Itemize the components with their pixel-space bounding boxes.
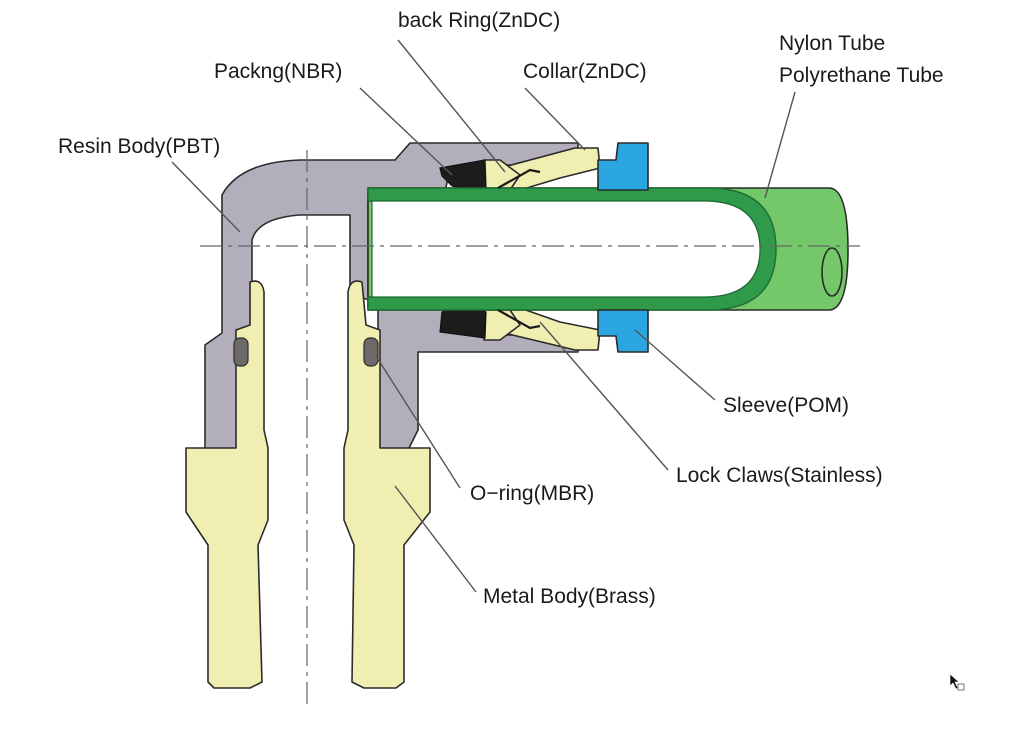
label-o-ring: O−ring(MBR) — [470, 482, 594, 505]
tube-cut-end — [821, 247, 843, 297]
lock-claw-top — [497, 168, 541, 189]
label-packing: Packng(NBR) — [214, 60, 342, 83]
mouse-cursor-icon — [949, 673, 965, 691]
o-ring-right — [363, 337, 379, 367]
label-back-ring: back Ring(ZnDC) — [398, 9, 560, 32]
leader-lock-claws — [539, 321, 669, 471]
tube-bore — [371, 200, 761, 298]
lock-claw-bottom — [497, 309, 541, 330]
label-polyurethane-tube: Polyrethane Tube — [779, 64, 944, 87]
packing-bottom — [439, 307, 487, 339]
leader-collar — [524, 87, 586, 151]
label-metal-body: Metal Body(Brass) — [483, 585, 656, 608]
leader-resin-body — [171, 161, 241, 233]
label-nylon-tube: Nylon Tube — [779, 32, 885, 55]
leader-metal-body — [394, 485, 477, 593]
sleeve-bottom — [597, 309, 649, 353]
o-ring-left — [233, 337, 249, 367]
leader-tube — [764, 91, 796, 199]
leader-o-ring — [375, 355, 461, 489]
label-resin-body: Resin Body(PBT) — [58, 135, 220, 158]
leader-sleeve — [634, 329, 716, 401]
metal-body-left — [185, 280, 269, 689]
label-sleeve: Sleeve(POM) — [723, 394, 849, 417]
label-collar: Collar(ZnDC) — [523, 60, 647, 83]
leader-packing — [359, 87, 453, 176]
metal-body-right — [343, 280, 431, 689]
leader-back-ring — [397, 39, 506, 173]
label-lock-claws: Lock Claws(Stainless) — [676, 464, 883, 487]
sleeve-top — [597, 142, 649, 191]
